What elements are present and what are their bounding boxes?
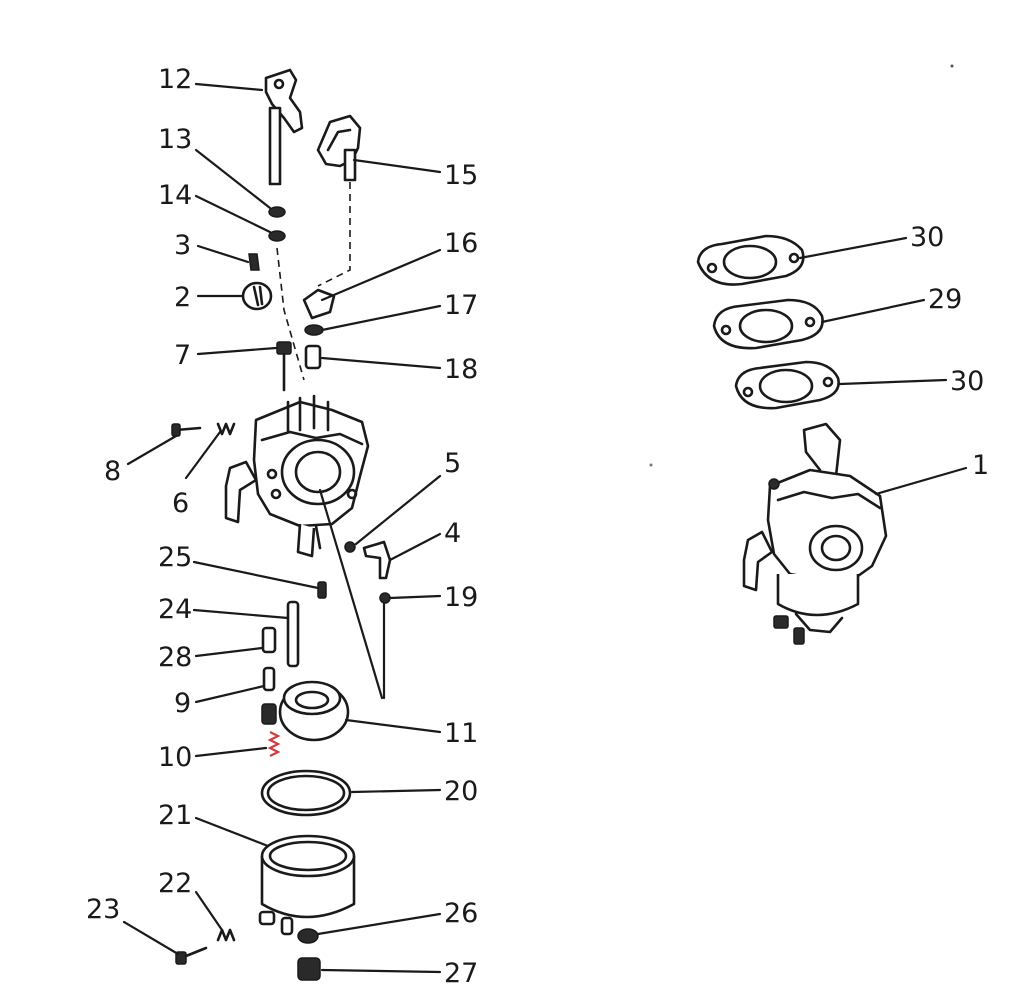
callout-4: 4: [444, 518, 461, 549]
part-30-gasket-top: [696, 234, 805, 286]
part-5-screw: [344, 541, 356, 553]
callout-30-top: 30: [910, 222, 944, 253]
callout-27: 27: [444, 958, 478, 989]
callout-17: 17: [444, 290, 478, 321]
leader-lines: [122, 82, 968, 974]
part-6-spring: [216, 422, 236, 436]
part-7-screw: [276, 341, 292, 392]
callout-labels: 12 13 14 3 2 7 8 6 15 16 17 18 5 4 19 25…: [86, 64, 989, 989]
part-26-gasket: [297, 928, 319, 944]
callout-6: 6: [172, 488, 189, 519]
callout-10: 10: [158, 742, 192, 773]
callout-18: 18: [444, 354, 478, 385]
callout-22: 22: [158, 868, 192, 899]
part-27-bolt: [297, 957, 321, 981]
speck: [950, 64, 954, 68]
callout-11: 11: [444, 718, 478, 749]
callout-24: 24: [158, 594, 192, 625]
callout-5: 5: [444, 448, 461, 479]
part-29-gasket: [712, 298, 824, 350]
part-needle-valve: [261, 703, 277, 725]
part-17-seal: [304, 324, 324, 336]
part-3-screw: [248, 253, 260, 271]
part-25-jet: [317, 581, 327, 599]
part-16-cap: [302, 288, 336, 320]
callout-15: 15: [444, 160, 478, 191]
part-20-gasket: [260, 769, 352, 817]
callout-1: 1: [972, 450, 989, 481]
part-18-bushing: [304, 344, 322, 370]
callout-7: 7: [174, 340, 191, 371]
part-15-choke-lever: [316, 114, 362, 182]
callout-26: 26: [444, 898, 478, 929]
part-14-seal: [268, 230, 286, 242]
part-30-gasket-bottom: [734, 360, 840, 410]
speck: [649, 463, 653, 467]
part-22-spring: [216, 928, 236, 942]
part-10-spring: [267, 731, 281, 757]
part-11-float: [278, 680, 350, 742]
callout-25: 25: [158, 542, 192, 573]
callout-2: 2: [174, 282, 191, 313]
part-21-float-bowl: [258, 834, 356, 936]
part-1-carburetor-assembly: [742, 422, 888, 645]
callout-12: 12: [158, 64, 192, 95]
callout-9: 9: [174, 688, 191, 719]
callout-23: 23: [86, 894, 120, 925]
part-23-screw: [175, 946, 208, 965]
callout-8: 8: [104, 456, 121, 487]
part-4-lever: [362, 540, 392, 580]
callout-19: 19: [444, 582, 478, 613]
part-19-washer: [379, 592, 391, 604]
callout-28: 28: [158, 642, 192, 673]
callout-20: 20: [444, 776, 478, 807]
part-carburetor-body: [224, 394, 370, 558]
part-8-screw: [171, 423, 202, 437]
callout-14: 14: [158, 180, 192, 211]
callout-29: 29: [928, 284, 962, 315]
part-24-emulsion-tube: [286, 600, 300, 668]
callout-3: 3: [174, 230, 191, 261]
part-13-washer: [268, 206, 286, 218]
callout-21: 21: [158, 800, 192, 831]
callout-13: 13: [158, 124, 192, 155]
part-2-throttle-valve: [241, 281, 273, 311]
part-9-pin: [262, 666, 276, 692]
part-28-main-jet: [261, 626, 277, 654]
part-12-throttle-lever: [264, 68, 304, 186]
callout-16: 16: [444, 228, 478, 259]
callout-30-bottom: 30: [950, 366, 984, 397]
